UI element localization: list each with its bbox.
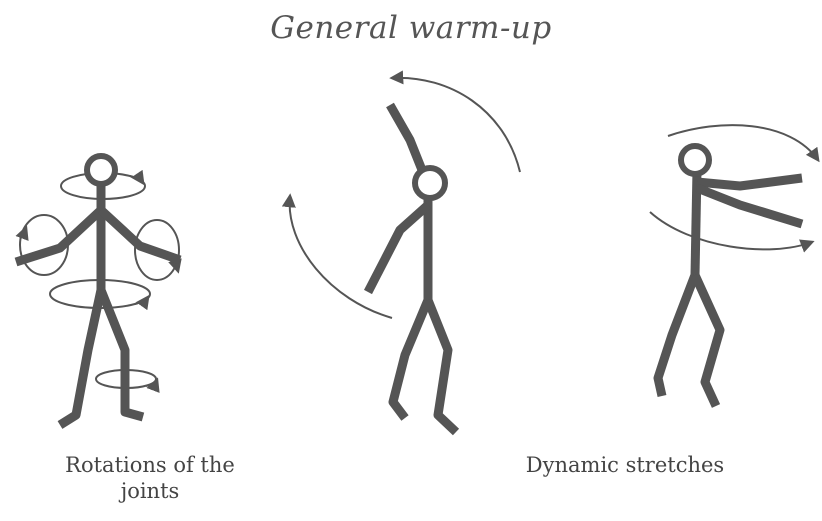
- figure-dynamic-stretch: [650, 125, 818, 406]
- lower-swing-arrow: [290, 196, 392, 318]
- upper-swing-arrow: [392, 78, 520, 172]
- figure3-right-leg: [695, 275, 720, 406]
- figure3-head: [681, 146, 709, 174]
- caption-dynamic-stretches: Dynamic stretches: [460, 452, 790, 478]
- figure1-left-leg: [60, 290, 101, 425]
- figure3-left-leg: [658, 275, 695, 396]
- figure1-right-leg: [101, 290, 143, 417]
- figure2-lowered-arm: [368, 205, 428, 292]
- figure2-right-leg: [428, 300, 456, 432]
- figure1-head: [87, 156, 115, 184]
- figure3-lower-arm: [697, 188, 802, 224]
- caption-rotations-of-joints: Rotations of the joints: [15, 452, 285, 505]
- figure-joint-rotations: [16, 156, 180, 425]
- figure-arm-swing: [290, 78, 520, 432]
- figure1-right-arm: [101, 210, 180, 260]
- figure1-left-arm: [16, 210, 101, 262]
- figure2-left-leg: [393, 300, 428, 418]
- figure2-head: [415, 168, 445, 198]
- figure3-upper-arm: [697, 178, 802, 186]
